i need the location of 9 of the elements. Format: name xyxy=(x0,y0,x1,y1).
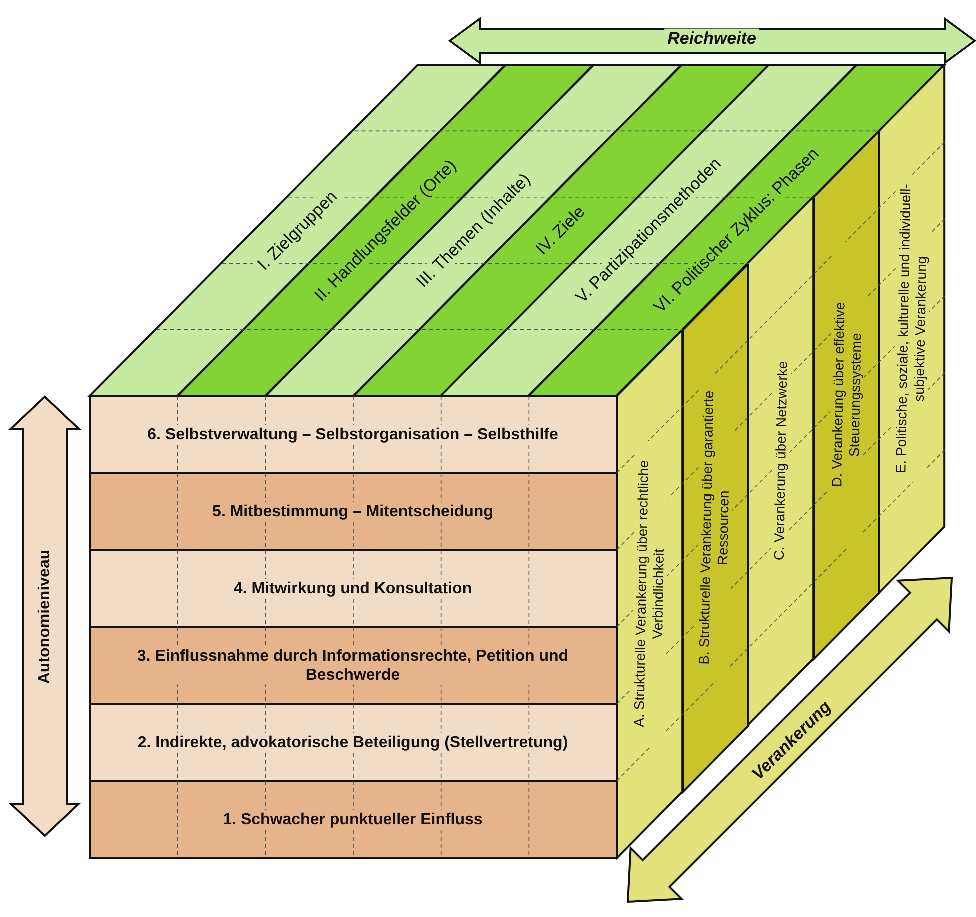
level-band xyxy=(90,473,617,550)
double-arrow xyxy=(11,397,79,836)
level-band xyxy=(90,627,617,704)
level-band xyxy=(90,704,617,781)
level-band xyxy=(90,396,617,473)
level-band xyxy=(90,781,617,858)
anchoring-stripe xyxy=(879,65,945,594)
level-band xyxy=(90,550,617,627)
double-arrow xyxy=(450,19,975,63)
